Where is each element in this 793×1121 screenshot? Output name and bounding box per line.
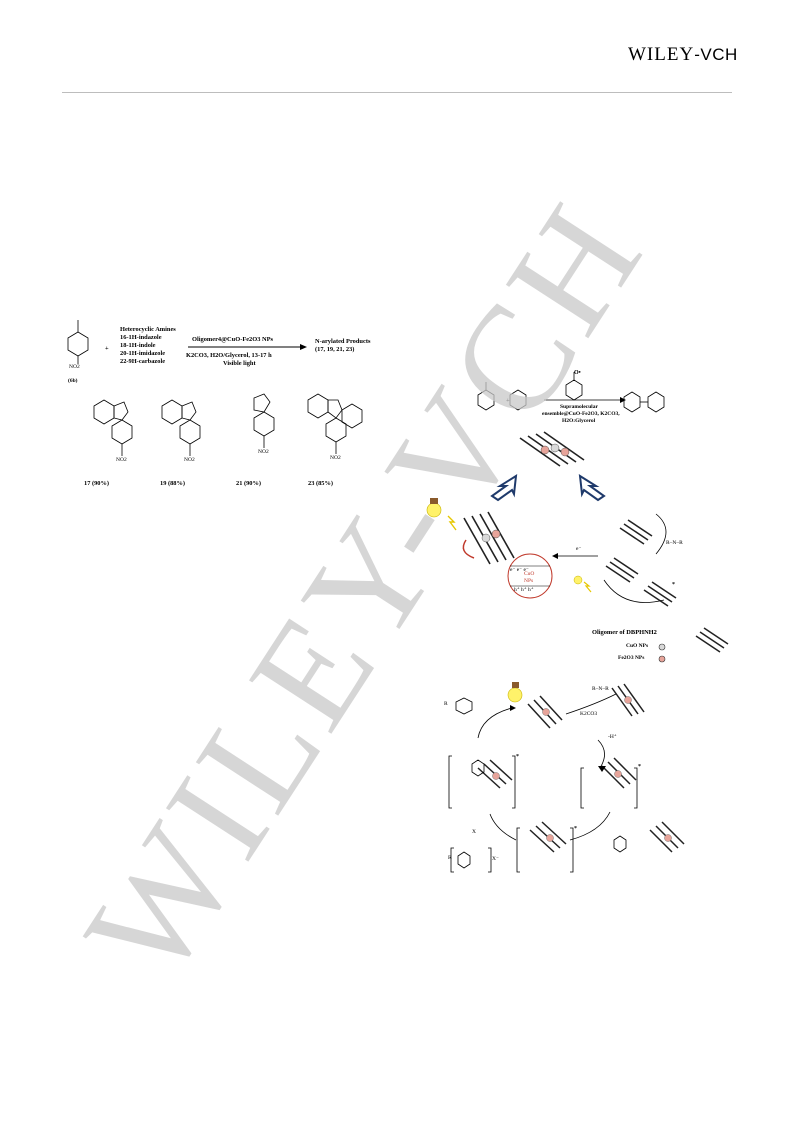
k2co3-label: K2CO3: [580, 711, 598, 717]
amine-1: 16-1H-indazole: [120, 334, 162, 341]
cycle-star: *: [672, 582, 675, 588]
mech-nps: NPs: [524, 578, 534, 584]
top-reaction: [477, 372, 665, 413]
top-plus: +: [506, 397, 510, 404]
mech-charges-bottom: h⁺ h⁺ h⁺: [514, 587, 534, 593]
oligomer-stack-top: [519, 431, 585, 467]
reaction-arrow: [188, 344, 307, 350]
catalyst-label: Oligomer4@CuO-Fe2O3 NPs: [192, 336, 274, 343]
amines-title: Heterocyclic Amines: [120, 326, 176, 333]
left-scheme: NO2 (6b) + Heterocyclic Amines 16-1H-ind…: [58, 318, 398, 498]
publisher-logo-suffix: -VCH: [694, 45, 738, 64]
r-group-label: R: [448, 855, 452, 861]
substrate-label: (6b): [68, 378, 78, 384]
top-catalyst-2: ensemble@CuO-Fe2O3, K2CO3,: [542, 411, 620, 417]
top-catalyst-1: Supramolecular: [560, 404, 598, 410]
h-plus-label: -H⁺: [608, 734, 617, 740]
publisher-logo-main: WILEY: [628, 44, 695, 65]
mech-cuo: CuO: [524, 571, 535, 577]
publisher-logo: WILEY-VCH: [628, 44, 738, 66]
legend-cuo-label: CuO NPs: [626, 643, 649, 649]
yield-23: 23 (85%): [308, 480, 334, 487]
substrate-group: NO2: [69, 364, 80, 370]
right-scheme: + O• Supramolecular ensemble@CuO-Fe2O3, …: [420, 368, 750, 888]
yield-19: 19 (88%): [160, 480, 186, 487]
yield-17: 17 (90%): [84, 480, 110, 487]
electron-label: e⁻: [576, 546, 582, 552]
amine-label-cycle: R–N–R: [592, 686, 609, 692]
oligomer-label: Oligomer of DBPHNH2: [592, 629, 657, 636]
mech-charges-top: e⁻ e⁻ e⁻: [510, 567, 529, 573]
product-ids: (17, 19, 21, 23): [315, 346, 355, 353]
product-group-23: NO2: [330, 455, 341, 461]
amine-2: 18-1H-indole: [120, 342, 156, 349]
mechanism-graphics: [426, 431, 729, 873]
r-group-product: R: [444, 701, 448, 707]
product-structures: [93, 393, 363, 456]
header-rule: [62, 92, 732, 93]
x-leaving-label: X: [472, 829, 476, 835]
conditions-label: K2CO3, H2O/Glycerol, 13-17 h: [186, 352, 272, 359]
cycle-star-left: *: [516, 754, 519, 760]
light-label: Visible light: [223, 360, 256, 367]
plus-sign: +: [105, 345, 109, 352]
legend-fe2o3-label: Fe2O3 NPs: [618, 655, 645, 661]
product-group-19: NO2: [184, 457, 195, 463]
x-anion-label: X⁻: [492, 856, 499, 862]
yield-21: 21 (90%): [236, 480, 262, 487]
amine-label-top: R–N–R: [666, 540, 683, 546]
amine-4: 22-9H-carbazole: [120, 358, 166, 365]
product-title: N-arylated Products: [315, 338, 371, 345]
substrate-structure: [67, 320, 89, 364]
product-group-21: NO2: [258, 449, 269, 455]
amine-3: 20-1H-imidazole: [120, 350, 166, 357]
tempo-radical: O•: [574, 370, 581, 376]
product-group-17: NO2: [116, 457, 127, 463]
cycle-star-bottom: *: [574, 826, 577, 832]
cycle-star-right: *: [638, 764, 641, 770]
top-catalyst-3: H2O:Glycerol: [562, 418, 596, 424]
